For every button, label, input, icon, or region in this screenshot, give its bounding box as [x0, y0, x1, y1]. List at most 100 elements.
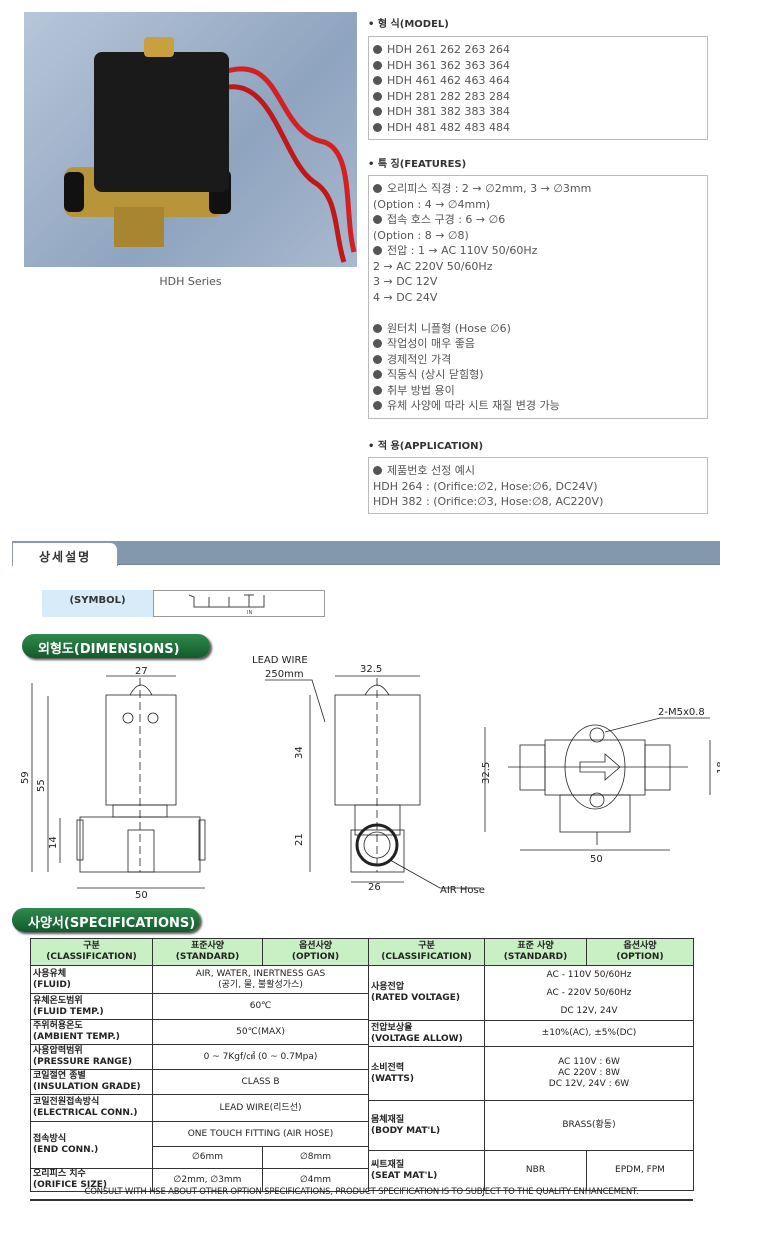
feature-text: 접속 호스 구경 : 6 → ∅6	[387, 213, 506, 226]
lead-wire-length: 250mm	[265, 669, 304, 680]
table-row: 사용유체(FLUID)AIR, WATER, INERTNESS GAS(공기,…	[30, 965, 369, 994]
table-row: 사용압력범위(PRESSURE RANGE)0 ~ 7Kgf/㎠ (0 ~ 0.…	[30, 1044, 369, 1070]
table-row: 전압보상율(VOLTAGE ALLOW)±10%(AC), ±5%(DC)	[368, 1020, 694, 1047]
feature-text: 2 → AC 220V 50/60Hz	[373, 259, 493, 273]
features-list: 오리피스 직경 : 2 → ∅2mm, 3 → ∅3mm(Option : 4 …	[368, 175, 708, 419]
table-row: 주위허용온도(AMBIENT TEMP.)50℃(MAX)	[30, 1019, 369, 1045]
spec-note: CONSULT WITH HSE ABOUT OTHER OPTION SPEC…	[84, 1187, 639, 1197]
feature-item: 2 → AC 220V 50/60Hz	[373, 259, 703, 275]
feature-text: 전압 : 1 → AC 110V 50/60Hz	[387, 244, 538, 257]
model-item: HDH 381 382 383 384	[373, 104, 703, 120]
feature-text: 경제적인 가격	[387, 352, 452, 366]
bullet-icon	[373, 385, 382, 395]
table-row: 유체온도범위(FLUID TEMP.)60℃	[30, 993, 369, 1020]
bullet-icon	[373, 184, 382, 193]
dim-front-port-height: 14	[48, 836, 59, 849]
dim-side-base: 26	[368, 882, 381, 893]
dim-front-coil-height: 55	[36, 779, 47, 792]
bullet-icon	[373, 246, 382, 255]
bullet-icon	[373, 215, 382, 224]
symbol-port-label: IN	[247, 610, 252, 616]
spec-table-left: 구분(CLASSIFICATION) 표준사양(STANDARD) 옵션사양(O…	[30, 938, 369, 1192]
feature-item: 4 → DC 24V	[373, 290, 703, 306]
table-header-row: 구분(CLASSIFICATION) 표준사양(STANDARD) 옵션사양(O…	[30, 938, 369, 966]
model-item-text: HDH 461 462 463 464	[387, 74, 510, 87]
feature-text: 원터치 니플형 (Hose ∅6)	[387, 321, 511, 335]
feature-item: 취부 방법 용이	[373, 383, 703, 399]
feature-text: 4 → DC 24V	[373, 290, 438, 304]
symbol-diagram: IN	[153, 590, 325, 617]
feature-text: 3 → DC 12V	[373, 275, 438, 288]
dim-front-width: 27	[135, 666, 148, 677]
product-caption: HDH Series	[159, 275, 222, 288]
application-box: 제품번호 선정 예시 HDH 264 : (Orifice:∅2, Hose:∅…	[368, 457, 708, 514]
feature-item: (Option : 8 → ∅8)	[373, 228, 703, 244]
model-heading: • 형 식(MODEL)	[368, 19, 449, 30]
top-view: 2-M5x0.8 32.5 18 50	[481, 707, 720, 865]
table-row: 코일전원접속방식(ELECTRICAL CONN.)LEAD WIRE(리드선)	[30, 1094, 369, 1122]
feature-text: 작업성이 매우 좋음	[387, 337, 475, 350]
table-header-row: 구분(CLASSIFICATION) 표준 사양(STANDARD) 옵션사양(…	[368, 938, 694, 966]
dim-front-total-height: 59	[20, 771, 31, 784]
feature-item	[373, 305, 703, 321]
feature-item: 원터치 니플형 (Hose ∅6)	[373, 321, 703, 337]
model-item: HDH 361 362 363 364	[373, 58, 703, 74]
application-title: 제품번호 선정 예시	[387, 464, 475, 477]
dim-side-body: 21	[294, 833, 305, 846]
spec-table-right: 구분(CLASSIFICATION) 표준 사양(STANDARD) 옵션사양(…	[368, 938, 694, 1191]
feature-item: 작업성이 매우 좋음	[373, 336, 703, 352]
feature-text: (Option : 8 → ∅8)	[373, 228, 469, 242]
dim-side-coil: 34	[294, 746, 305, 759]
features-heading: • 특 징(FEATURES)	[368, 159, 467, 170]
bullet-icon	[373, 339, 382, 348]
dimension-drawings: 27 59 55 14 50 LEAD WIRE 250mm 32.5 34 2…	[20, 655, 720, 900]
feature-text: (Option : 4 → ∅4mm)	[373, 197, 491, 211]
model-item: HDH 461 462 463 464	[373, 73, 703, 89]
product-photo	[24, 12, 357, 267]
lead-wire-label: LEAD WIRE	[252, 655, 308, 666]
specifications-heading: 사양서(SPECIFICATIONS)	[12, 908, 200, 932]
bullet-icon	[373, 91, 382, 101]
tab-bar	[12, 541, 720, 565]
feature-item: 오리피스 직경 : 2 → ∅2mm, 3 → ∅3mm	[373, 181, 703, 197]
dim-side-width: 32.5	[360, 664, 382, 675]
dim-top-length: 50	[590, 854, 603, 865]
feature-item: 3 → DC 12V	[373, 274, 703, 290]
symbol-label: (SYMBOL)	[42, 590, 153, 617]
table-row: 몸체재질(BODY MAT'L)BRASS(황동)	[368, 1100, 694, 1151]
application-example: HDH 264 : (Orifice:∅2, Hose:∅6, DC24V)	[373, 479, 598, 493]
bullet-icon	[373, 354, 382, 364]
dim-top-port: 18	[716, 761, 720, 774]
side-view: LEAD WIRE 250mm 32.5 34 21 26 AIR Hose	[252, 655, 485, 896]
bullet-icon	[373, 45, 382, 54]
feature-item: 경제적인 가격	[373, 352, 703, 368]
feature-item: (Option : 4 → ∅4mm)	[373, 197, 703, 213]
front-view: 27 59 55 14 50	[20, 666, 206, 900]
table-row: 접속방식(END CONN.)ONE TOUCH FITTING (AIR HO…	[30, 1121, 369, 1169]
dimensions-heading: 외형도(DIMENSIONS)	[22, 634, 210, 658]
divider	[30, 1199, 693, 1201]
bullet-icon	[373, 323, 382, 333]
feature-item: 전압 : 1 → AC 110V 50/60Hz	[373, 243, 703, 259]
feature-text: 취부 방법 용이	[387, 383, 455, 397]
application-heading: • 적 용(APPLICATION)	[368, 441, 484, 452]
model-item: HDH 261 262 263 264	[373, 42, 703, 58]
air-hose-label: AIR Hose	[440, 885, 485, 896]
model-item-text: HDH 281 282 283 284	[387, 89, 510, 103]
model-item: HDH 281 282 283 284	[373, 89, 703, 105]
bullet-icon	[373, 76, 382, 85]
bullet-icon	[373, 466, 382, 475]
bullet-icon	[373, 401, 382, 410]
feature-item: 유체 사양에 따라 시트 재질 변경 가능	[373, 398, 703, 414]
dim-top-depth: 32.5	[481, 762, 492, 784]
model-item: HDH 481 482 483 484	[373, 120, 703, 136]
feature-item: 직동식 (상시 닫힘형)	[373, 367, 703, 383]
tab-detail[interactable]: 상세설명	[12, 542, 118, 566]
bullet-icon	[373, 60, 382, 70]
solenoid-valve-image	[64, 37, 357, 263]
table-row: 오리피스 치수(ORIFICE SIZE)∅2mm, ∅3mm∅4mm	[30, 1168, 369, 1192]
application-example: HDH 382 : (Orifice:∅3, Hose:∅8, AC220V)	[373, 495, 604, 508]
